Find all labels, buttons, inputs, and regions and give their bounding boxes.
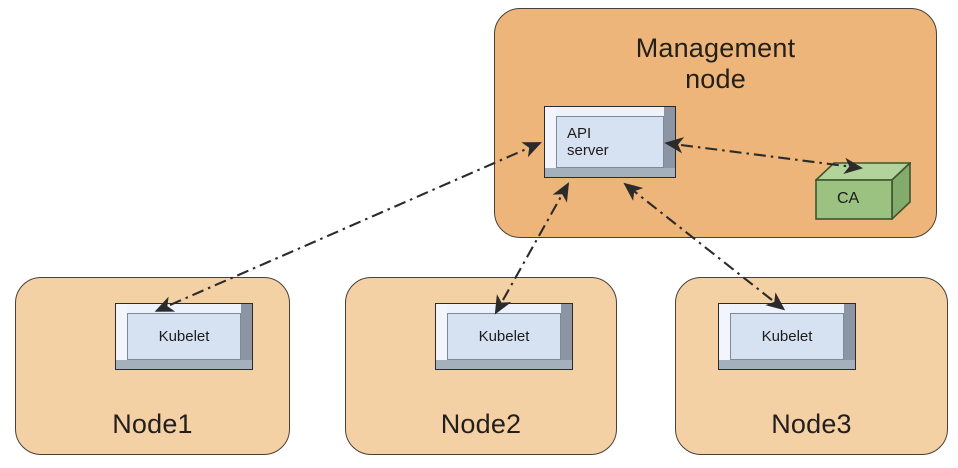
bevel-top-facet xyxy=(545,107,675,116)
node2-title: Node2 xyxy=(440,409,522,439)
bevel-inner-face xyxy=(556,116,664,168)
ca-box-shape xyxy=(813,161,913,221)
bevel-left-facet xyxy=(719,304,730,369)
bevel-left-facet xyxy=(545,107,556,177)
bevel-left-facet xyxy=(436,304,447,369)
bevel-right-facet xyxy=(664,107,675,177)
bevel-bottom-facet xyxy=(116,360,252,369)
node3-title: Node3 xyxy=(771,409,852,439)
kubelet-box-node3[interactable]: Kubelet xyxy=(718,303,856,370)
bevel-left-facet xyxy=(116,304,127,369)
bevel-top-facet xyxy=(116,304,252,313)
bevel-right-facet xyxy=(241,304,252,369)
ca-box[interactable]: CA xyxy=(813,161,913,221)
kubelet-box-node1[interactable]: Kubelet xyxy=(115,303,253,370)
node1-title: Node1 xyxy=(112,409,193,439)
bevel-inner-face xyxy=(730,313,844,360)
bevel-inner-face xyxy=(447,313,561,360)
management-node-title: Management node xyxy=(635,33,796,94)
kubelet-box-node2[interactable]: Kubelet xyxy=(435,303,573,370)
bevel-top-facet xyxy=(719,304,855,313)
bevel-right-facet xyxy=(561,304,572,369)
bevel-bottom-facet xyxy=(545,168,675,177)
bevel-bottom-facet xyxy=(436,360,572,369)
bevel-top-facet xyxy=(436,304,572,313)
bevel-bottom-facet xyxy=(719,360,855,369)
bevel-inner-face xyxy=(127,313,241,360)
bevel-right-facet xyxy=(844,304,855,369)
api-server-box[interactable]: API server xyxy=(544,106,676,178)
